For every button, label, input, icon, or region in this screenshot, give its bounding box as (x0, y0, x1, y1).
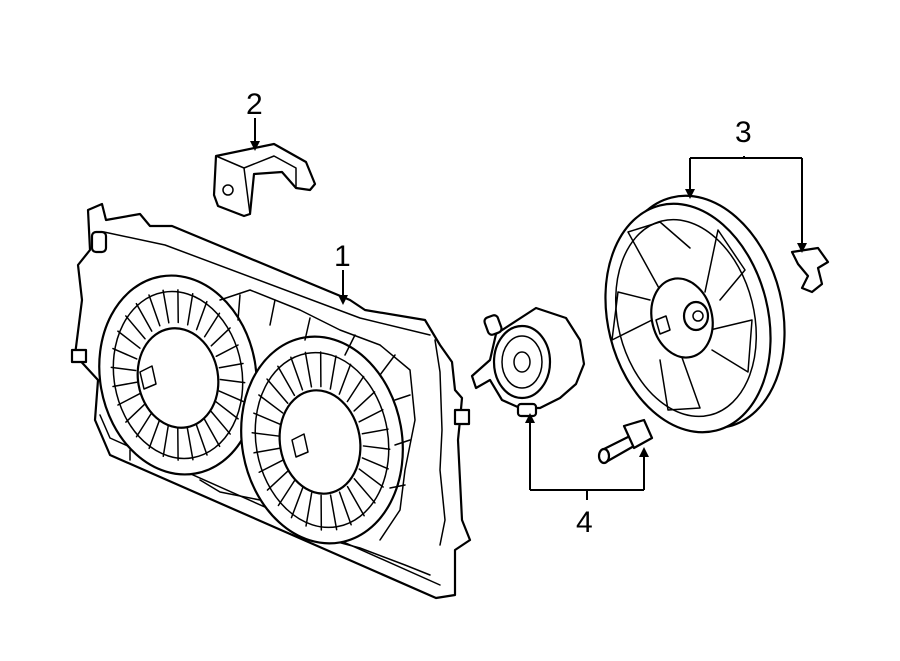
fan-spoke (258, 394, 284, 414)
fan-spoke (215, 344, 239, 358)
fan-spoke (186, 292, 194, 326)
fan-spoke (148, 419, 161, 450)
fan-shroud (70, 202, 472, 600)
fan-spoke (277, 479, 296, 507)
fan-spoke (112, 347, 138, 360)
fan-spoke (203, 312, 221, 338)
fan-spoke (358, 409, 384, 423)
fan-clip (790, 246, 830, 294)
fan-spoke (210, 327, 231, 347)
fan-spoke (195, 423, 208, 456)
fan-spoke (135, 412, 153, 438)
bracket (212, 142, 317, 218)
fan-spoke (125, 315, 146, 340)
bolt (597, 418, 654, 465)
fan-spoke (251, 432, 280, 437)
fan-spoke (218, 390, 244, 403)
fan-spoke (346, 485, 365, 517)
fan-spoke (117, 330, 141, 349)
fan-spoke (210, 410, 231, 435)
fan-spoke (117, 392, 141, 406)
fan-spoke (219, 378, 246, 384)
callout-2: 2 (246, 88, 263, 121)
fan-spoke (215, 401, 239, 420)
fan-spoke (346, 375, 365, 403)
fan-spoke (338, 491, 352, 526)
fan-spoke (290, 356, 304, 391)
fan-spoke (305, 492, 313, 527)
fan-spoke (338, 363, 352, 395)
callout-3: 3 (735, 116, 752, 149)
fan-spoke (361, 457, 389, 470)
fan-spoke (277, 365, 296, 397)
fan-spoke (358, 468, 384, 488)
fan-spoke (353, 478, 376, 504)
fan-spoke (135, 302, 153, 332)
right-fan-spokes (251, 351, 391, 531)
fan-spoke (148, 294, 161, 327)
left-fan-spokes (110, 289, 246, 461)
fan-spoke (162, 424, 170, 458)
fan-spoke (253, 447, 281, 454)
fan-assembly (604, 194, 830, 434)
right-fan-ring (240, 335, 404, 545)
fan-spoke (186, 426, 194, 461)
fan-spoke (162, 289, 170, 324)
fan-spoke (290, 487, 304, 519)
fan-spoke (253, 412, 281, 425)
fan-spoke (362, 445, 391, 450)
fan-spoke (110, 366, 137, 372)
fan-spoke (195, 300, 208, 331)
fan-spoke (329, 355, 337, 390)
callout-4: 4 (576, 506, 593, 539)
fan-spoke (112, 381, 138, 388)
fan-spoke (353, 391, 376, 412)
fan-spoke (258, 459, 284, 473)
fan-spoke (329, 494, 338, 531)
callout-1: 1 (334, 240, 351, 273)
left-fan-ring (98, 274, 258, 476)
fan-spoke (203, 418, 221, 448)
leader-line-3 (690, 156, 802, 159)
fan-spoke (125, 403, 146, 423)
fan-spoke (304, 351, 313, 388)
fan-spoke (361, 428, 389, 435)
fan-spoke (218, 362, 244, 369)
fan-spoke (266, 470, 289, 491)
fan-motor (470, 306, 586, 418)
fan-spoke (266, 378, 289, 404)
